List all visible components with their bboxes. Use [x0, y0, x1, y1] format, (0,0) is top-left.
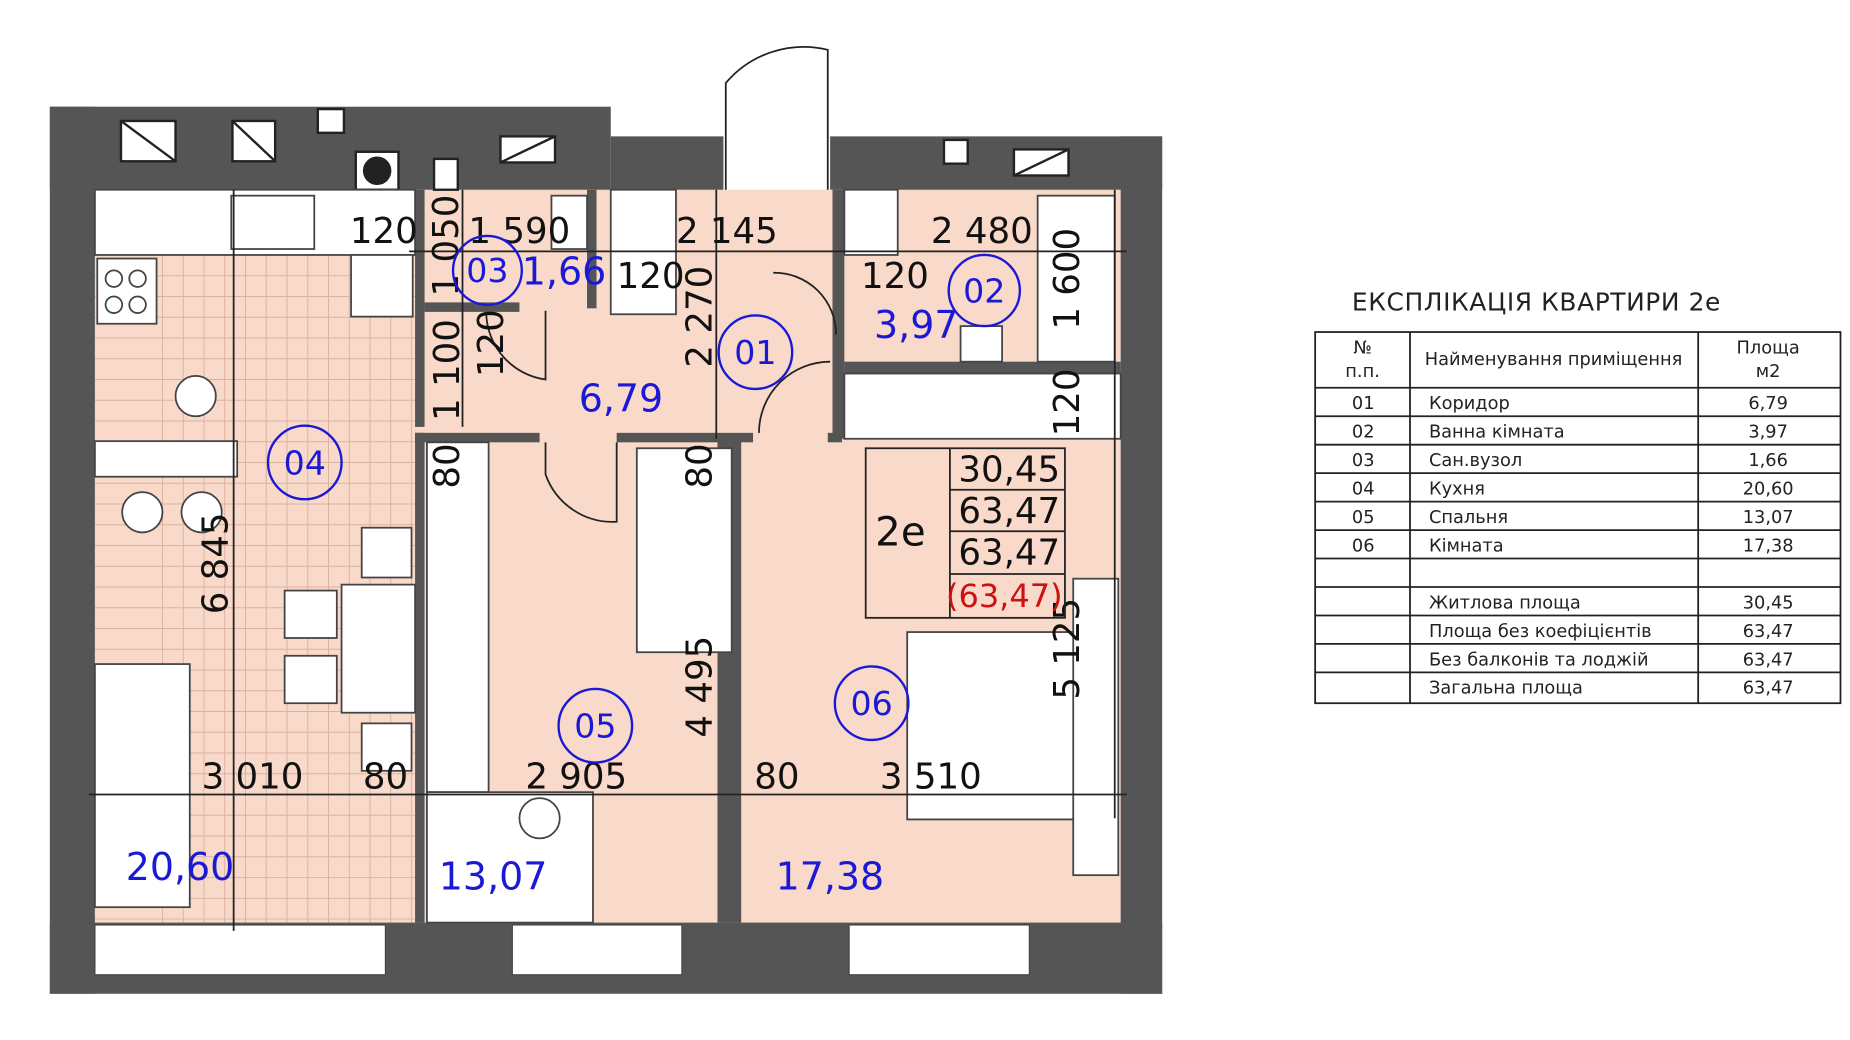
living-area-value: 30,45 [958, 449, 1060, 490]
furniture [94, 188, 1122, 924]
dimension-label: 120 [471, 309, 512, 377]
header-area: Площа [1737, 337, 1800, 358]
summary-area: 63,47 [1743, 649, 1794, 670]
dimension-label: 3 510 [880, 757, 982, 798]
room-area: 20,60 [1743, 479, 1794, 500]
table-row: 01 Коридор 6,79 [1352, 393, 1788, 414]
window [511, 924, 683, 976]
room-no: 05 [1352, 507, 1375, 528]
room-area: 1,66 [1748, 450, 1788, 471]
table-row: 06 Кімната 17,38 [1352, 535, 1794, 556]
room-name: Ванна кімната [1429, 422, 1565, 443]
dimension-label: 2 270 [680, 266, 721, 368]
doors [485, 46, 837, 523]
room-area: 20,60 [126, 845, 235, 889]
dimension-label: 80 [754, 757, 799, 798]
summary-row: Загальна площа 63,47 [1429, 678, 1794, 699]
dimension-label: 120 [617, 256, 685, 297]
summary-area: 63,47 [1743, 678, 1794, 699]
floor-plan: 120 1 590 1 050 2 145 2 480 120 2 270 12… [49, 46, 1163, 994]
dimension-label: 6 845 [196, 512, 237, 614]
dimension-label: 120 [350, 211, 418, 252]
table-row: 03 Сан.вузол 1,66 [1352, 450, 1788, 471]
table-title: ЕКСПЛІКАЦІЯ КВАРТИРИ 2е [1352, 288, 1721, 317]
room-area: 6,79 [579, 376, 663, 420]
room-area: 3,97 [874, 303, 958, 347]
dimension-label: 1 590 [468, 211, 570, 252]
summary-row: Житлова площа 30,45 [1429, 592, 1794, 613]
room-name: Кімната [1429, 535, 1504, 556]
room-no: 01 [1352, 393, 1375, 414]
room-name: Сан.вузол [1429, 450, 1522, 471]
header-name: Найменування приміщення [1425, 349, 1683, 370]
top-wall-mid [610, 136, 724, 190]
room-number: 04 [284, 443, 326, 482]
summary-area: 63,47 [1743, 621, 1794, 642]
room-no: 04 [1352, 479, 1375, 500]
summary-name: Без балконів та лоджій [1429, 649, 1649, 670]
apartment-area-box: 2е 30,45 63,47 63,47 (63,47) [864, 447, 1066, 619]
room-area: 6,79 [1748, 393, 1788, 414]
left-wall [49, 106, 95, 994]
dimension-label: 120 [1047, 369, 1088, 437]
dimension-label: 2 480 [931, 211, 1033, 252]
summary-row: Площа без коефіцієнтів 63,47 [1429, 621, 1794, 642]
room-labels: 01 6,79 02 3,97 03 1,66 04 20,60 05 13,0… [126, 234, 1022, 898]
room-area: 3,97 [1748, 422, 1788, 443]
header-no: п.п. [1345, 361, 1380, 382]
dimension-label: 2 905 [525, 757, 627, 798]
table-row: 04 Кухня 20,60 [1352, 479, 1794, 500]
room-area: 1,66 [522, 250, 606, 294]
total-area-value: (63,47) [946, 577, 1063, 615]
room-no: 03 [1352, 450, 1375, 471]
dimension-lines [88, 189, 1127, 931]
room-area: 17,38 [1743, 535, 1794, 556]
apartment-type: 2е [875, 508, 925, 555]
summary-name: Житлова площа [1429, 592, 1581, 613]
explication-table: ЕКСПЛІКАЦІЯ КВАРТИРИ 2е № п.п. Найменува… [1314, 288, 1842, 705]
top-wall-right [830, 136, 1163, 190]
room-name: Спальня [1429, 507, 1508, 528]
room-number: 06 [851, 684, 893, 723]
header-no: № [1353, 337, 1371, 358]
interior-walls [415, 189, 1121, 923]
room-number: 02 [963, 271, 1005, 310]
room-number: 05 [574, 707, 616, 746]
room-no: 06 [1352, 535, 1375, 556]
dimension-label: 80 [427, 443, 468, 488]
summary-area: 30,45 [1743, 592, 1794, 613]
room-no: 02 [1352, 422, 1375, 443]
summary-name: Площа без коефіцієнтів [1429, 621, 1652, 642]
room-area: 13,07 [1743, 507, 1794, 528]
area-without-coef-value: 63,47 [958, 491, 1060, 532]
summary-row: Без балконів та лоджій 63,47 [1429, 649, 1794, 670]
vent-shafts [119, 107, 1070, 191]
window [94, 924, 387, 976]
dimension-label: 120 [861, 256, 929, 297]
room-area: 17,38 [776, 854, 885, 898]
table-row: 02 Ванна кімната 3,97 [1352, 422, 1788, 443]
dimensions: 120 1 590 1 050 2 145 2 480 120 2 270 12… [196, 195, 1088, 798]
window [848, 924, 1030, 976]
dimension-label: 80 [680, 443, 721, 488]
dimension-label: 1 600 [1047, 228, 1088, 330]
dimension-label: 1 100 [427, 319, 468, 421]
room-name: Коридор [1429, 393, 1510, 414]
right-wall [1120, 136, 1163, 994]
dimension-label: 80 [363, 757, 408, 798]
dimension-label: 4 495 [680, 636, 721, 738]
dimension-label: 5 125 [1047, 598, 1088, 700]
header-area: м2 [1756, 361, 1781, 382]
dimension-label: 3 010 [202, 757, 304, 798]
dimension-label: 1 050 [426, 195, 467, 297]
dimension-label: 2 145 [676, 211, 778, 252]
area-without-balconies-value: 63,47 [958, 532, 1060, 573]
room-name: Кухня [1429, 479, 1485, 500]
room-area: 13,07 [439, 854, 548, 898]
summary-name: Загальна площа [1429, 678, 1583, 699]
table-row: 05 Спальня 13,07 [1352, 507, 1794, 528]
room-number: 01 [734, 333, 776, 372]
room-number: 03 [466, 251, 508, 290]
